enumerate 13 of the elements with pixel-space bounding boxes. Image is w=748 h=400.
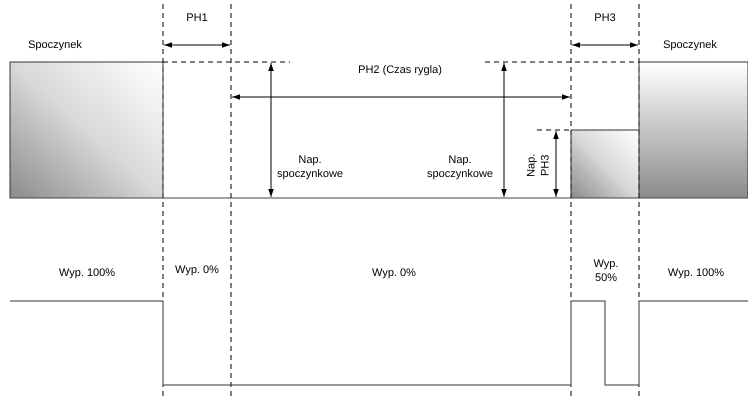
annotation-label: Wyp. 50%	[592, 256, 620, 286]
annotation-label: PH3	[593, 11, 617, 26]
annotation-label: Nap. spoczynkowe	[426, 152, 494, 182]
annotation-label: Nap. PH3	[524, 152, 553, 178]
annotation-label: Wyp. 100%	[666, 266, 726, 280]
annotation-label: Wyp. 0%	[174, 263, 220, 278]
annotation-label: Nap. spoczynkowe	[276, 152, 344, 182]
annotation-label: PH1	[185, 11, 209, 26]
annotation-label: Wyp. 100%	[58, 266, 116, 280]
annotation-label: Wyp. 0%	[371, 266, 417, 280]
annotation-label: Spoczynek	[27, 38, 83, 52]
annotation-label: Spoczynek	[662, 38, 718, 52]
annotation-label: PH2 (Czas rygla)	[357, 63, 443, 78]
